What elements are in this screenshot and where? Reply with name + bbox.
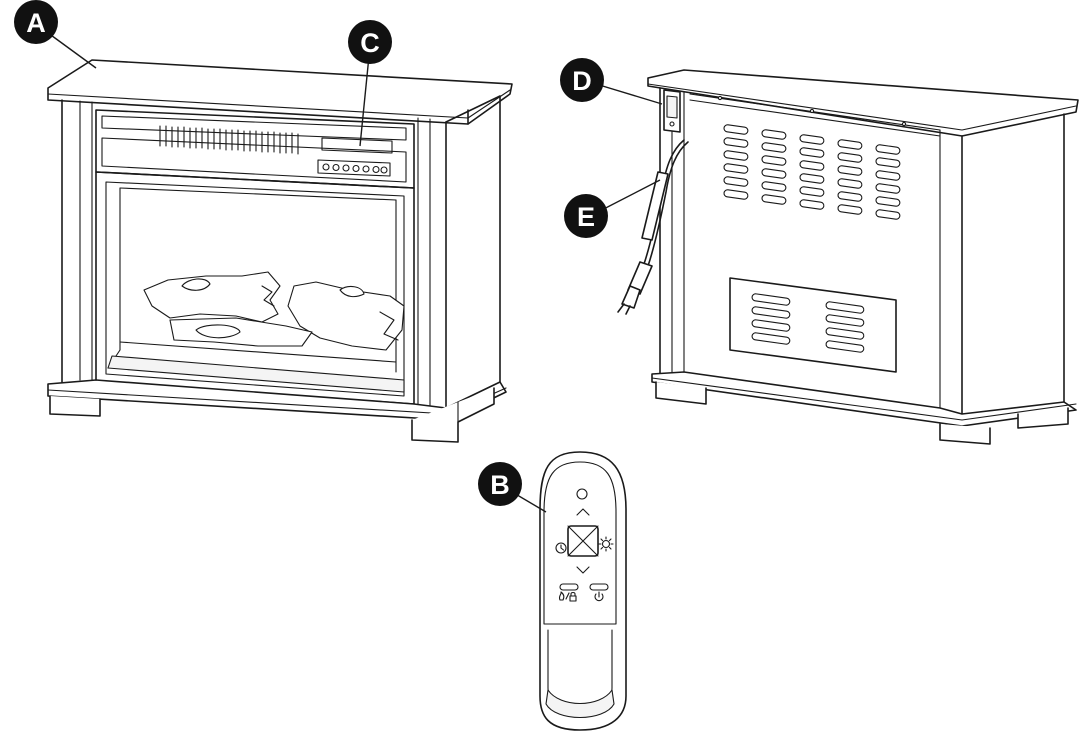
indicator-light <box>576 488 588 500</box>
down-arrow-icon <box>576 566 590 574</box>
fireplace-front-view <box>47 59 513 443</box>
callout-e: E <box>564 194 608 238</box>
timer-icon <box>555 542 567 554</box>
callout-b-label: B <box>490 470 510 500</box>
power-icon <box>594 591 604 602</box>
callout-e-label: E <box>577 202 595 232</box>
power-button[interactable] <box>589 583 609 591</box>
callout-d-label: D <box>572 66 592 96</box>
callout-c-label: C <box>360 28 380 58</box>
callout-a-label: A <box>26 8 46 38</box>
up-arrow-icon <box>576 508 590 516</box>
callout-a: A <box>14 0 58 44</box>
remote-control <box>539 451 627 731</box>
upper-vent-slots <box>723 124 901 221</box>
callout-d: D <box>560 58 604 102</box>
power-cord <box>617 139 689 315</box>
flame-brightness-icon <box>598 536 614 552</box>
flame-lock-button[interactable] <box>559 583 579 591</box>
flame-lock-icon <box>558 591 577 602</box>
fireplace-rear-view <box>617 69 1079 445</box>
callout-b: B <box>478 462 522 506</box>
direction-pad <box>567 525 599 557</box>
callout-c: C <box>348 20 392 64</box>
